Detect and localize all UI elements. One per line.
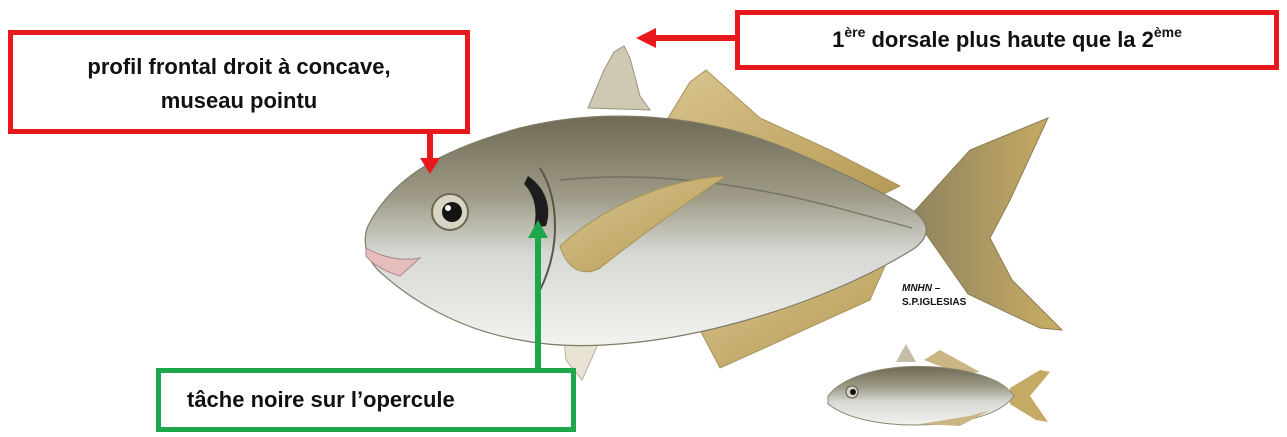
label-profile-line1: profil frontal droit à concave, [87, 50, 390, 84]
photo-credit: MNHN – S.P.IGLESIAS [902, 282, 966, 310]
small-first-dorsal [896, 344, 916, 362]
credit-dash: – [932, 283, 940, 294]
label-dorsal-num1: 1 [832, 27, 844, 52]
label-dorsal-sup2: ème [1154, 24, 1182, 40]
label-spot: tâche noire sur l’opercule [156, 368, 576, 432]
first-dorsal-fin [588, 46, 650, 110]
label-dorsal: 1ère dorsale plus haute que la 2ème [735, 10, 1279, 70]
small-tail [1010, 370, 1050, 422]
credit-author: S.P.IGLESIAS [902, 296, 966, 310]
arrow-dorsal [636, 28, 735, 48]
eye-highlight [445, 205, 451, 211]
label-dorsal-sup1: ère [844, 24, 865, 40]
fish-small [828, 344, 1050, 426]
label-profile: profil frontal droit à concave, museau p… [8, 30, 470, 134]
small-pupil [850, 389, 856, 395]
label-dorsal-text: dorsale plus haute que la 2 [865, 27, 1154, 52]
pupil [442, 202, 462, 222]
label-profile-line2: museau pointu [87, 84, 390, 118]
credit-org: MNHN [902, 283, 932, 294]
label-spot-text: tâche noire sur l’opercule [187, 387, 455, 413]
